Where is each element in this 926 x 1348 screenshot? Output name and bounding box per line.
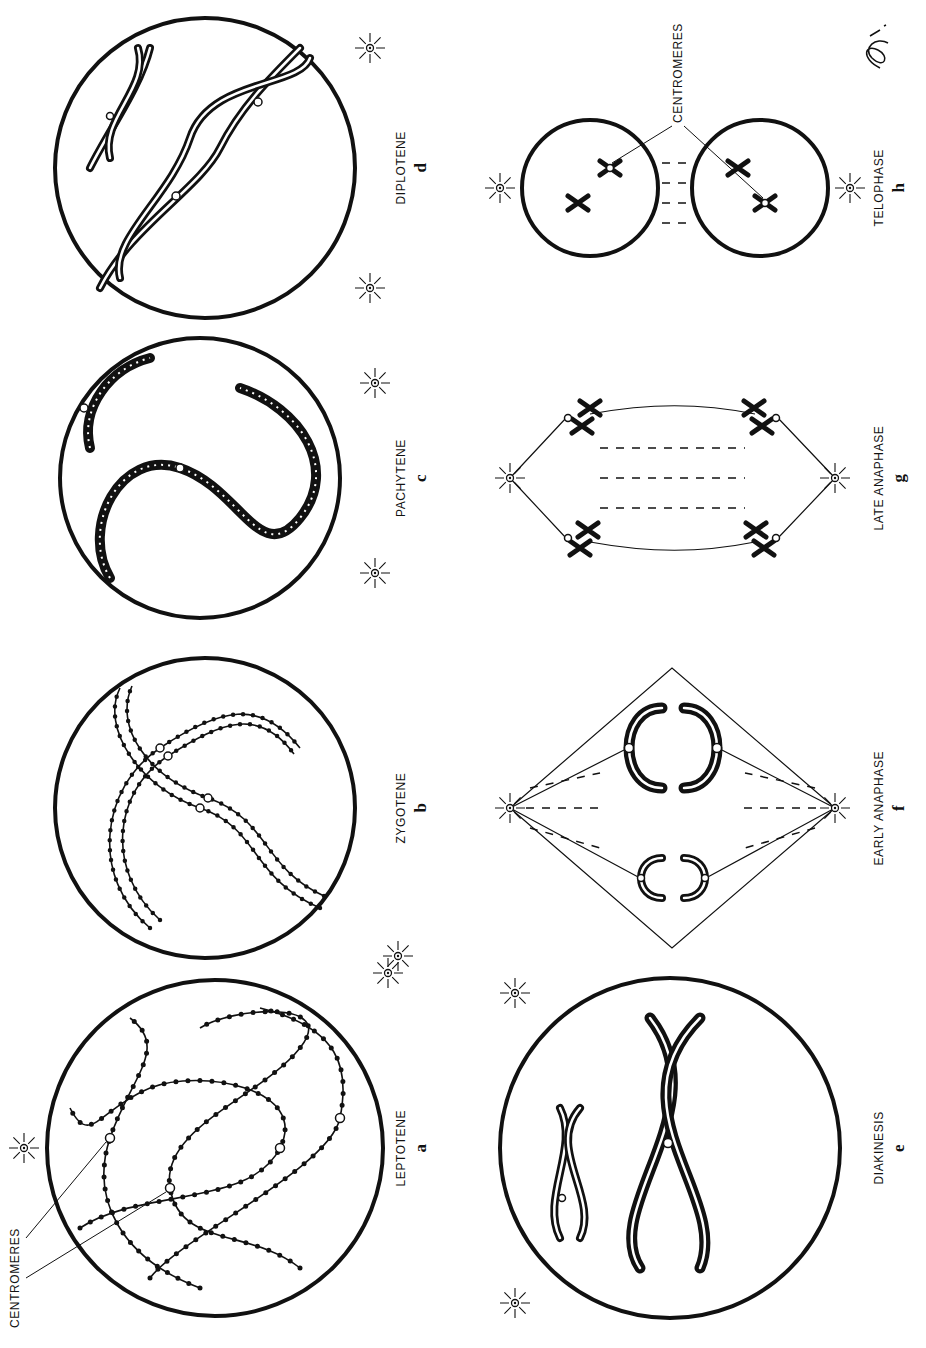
signature-mark [867, 25, 888, 68]
stage-label: LEPTOTENE [394, 1110, 408, 1187]
stage-letter: e [890, 1144, 908, 1152]
diakinesis-cell [500, 978, 840, 1318]
stage-label: DIPLOTENE [394, 131, 408, 204]
stage-label: TELOPHASE [872, 149, 886, 226]
stage-label: PACHYTENE [394, 439, 408, 517]
late-anaphase-spindle [495, 401, 850, 555]
stage-label: CENTROMERES [8, 1228, 22, 1328]
leptotene-cell [9, 980, 383, 1316]
stage-letter: b [412, 803, 430, 812]
stage-label: DIAKINESIS [872, 1111, 886, 1184]
stage-letter: a [412, 1144, 430, 1153]
stage-letter: g [890, 474, 908, 483]
stage-letter: c [412, 474, 430, 482]
stage-label: ZYGOTENE [394, 773, 408, 844]
stage-letter: d [412, 163, 430, 172]
stage-label: LATE ANAPHASE [872, 426, 886, 531]
pachytene-cell [60, 338, 390, 618]
early-anaphase-spindle [495, 668, 850, 948]
stage-letter: h [890, 183, 908, 192]
stage-letter: f [890, 805, 908, 811]
stage-label: EARLY ANAPHASE [872, 751, 886, 866]
stage-label: CENTROMERES [671, 23, 685, 123]
telophase-cells [485, 25, 888, 256]
zygotene-cell [55, 658, 413, 988]
diplotene-cell [55, 18, 385, 318]
